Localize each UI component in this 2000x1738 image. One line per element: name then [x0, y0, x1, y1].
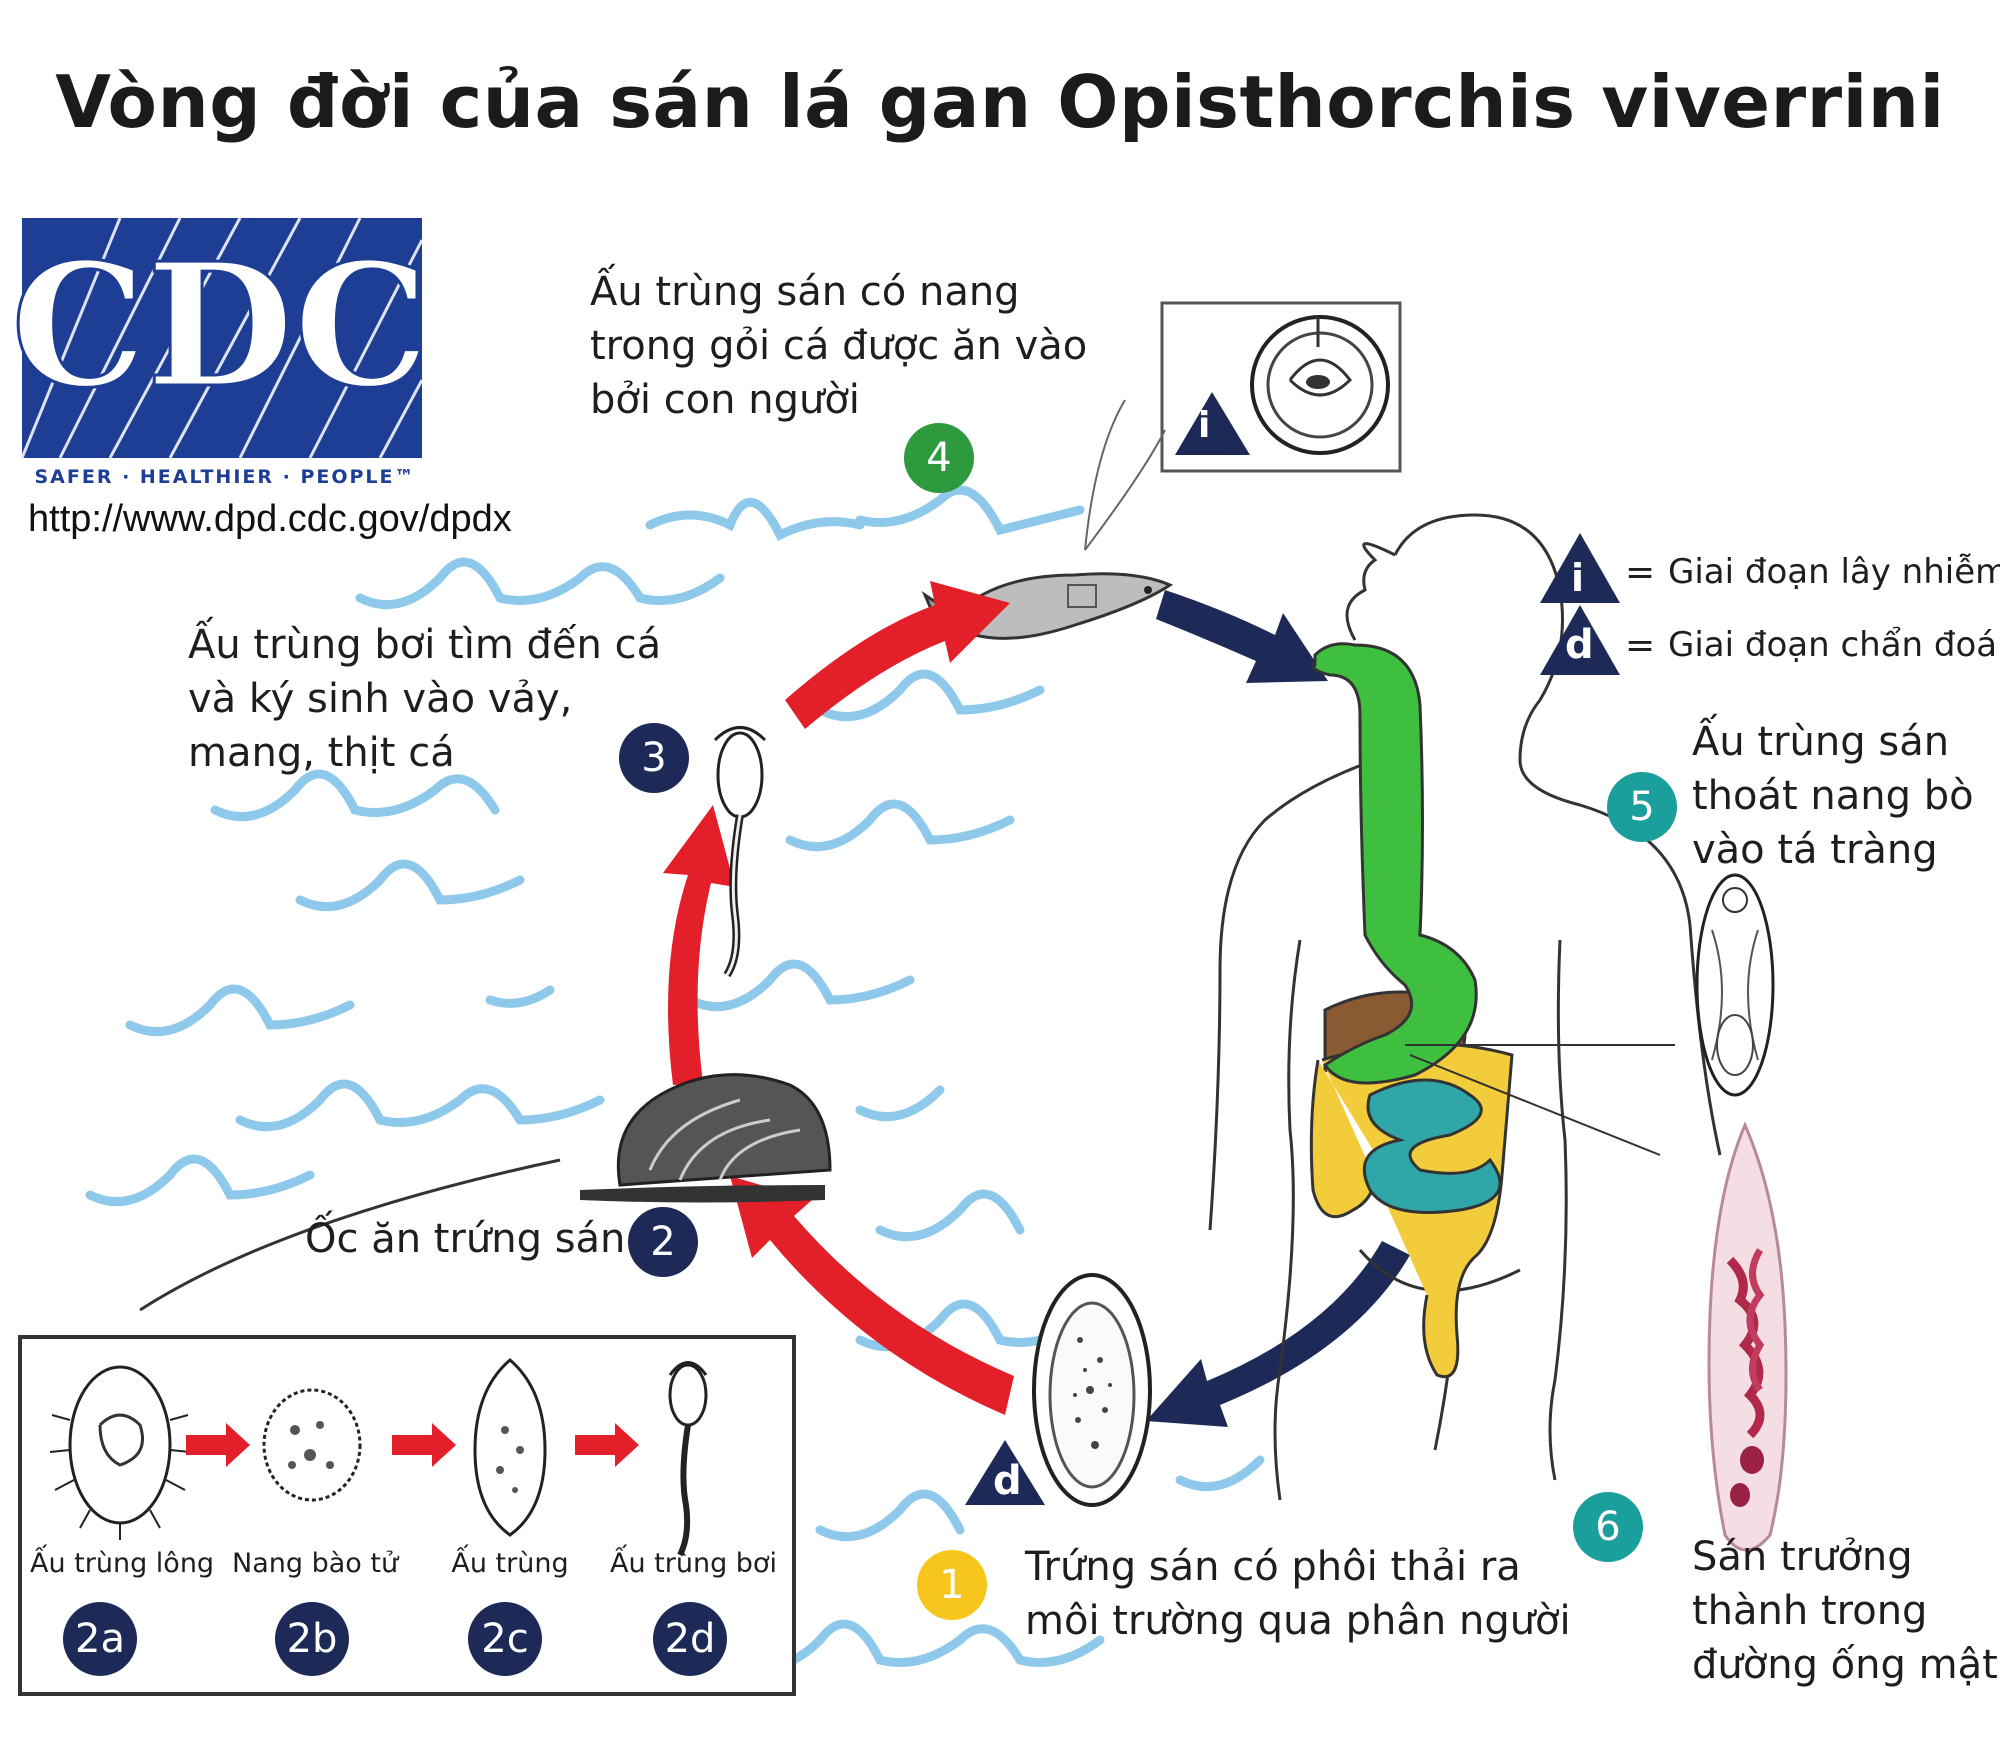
stage-3-label: Ấu trùng bơi tìm đến cá và ký sinh vào v… — [188, 622, 662, 776]
stage-5-label: Ấu trùng sán thoát nang bò vào tá tràng — [1692, 719, 1974, 873]
stage-4-label: Ấu trùng sán có nang trong gỏi cá được ă… — [590, 269, 1088, 423]
human-body — [1208, 513, 1722, 1501]
legend-infective-text: Giai đoạn lây nhiễm — [1668, 552, 2000, 592]
inset-badge-2c: 2c — [468, 1602, 542, 1676]
diagram-title: Vòng đời của sán lá gan Opisthorchis viv… — [55, 60, 1945, 144]
stage-2-label: Ốc ăn trứng sán — [305, 1216, 626, 1262]
water-waves — [85, 485, 1265, 1672]
stage-6-badge: 6 — [1573, 1492, 1643, 1562]
stage-6-label: Sán trưởng thành trong đường ống mật — [1692, 1534, 1998, 1688]
cercaria-drawing — [713, 726, 767, 978]
cdc-url[interactable]: http://www.dpd.cdc.gov/dpdx — [28, 498, 512, 540]
inset-label-2c: Ấu trùng — [451, 1548, 569, 1579]
inset-label-2b: Nang bào tử — [232, 1548, 399, 1579]
legend-symbols — [1540, 533, 1620, 675]
legend-infective-symbol: i — [1571, 556, 1585, 600]
legend-diagnostic-symbol: d — [1565, 622, 1594, 668]
stage-3-badge: 3 — [619, 723, 689, 793]
legend-diagnostic-text: Giai đoạn chẩn đoán — [1668, 625, 2000, 665]
inset-badge-2b: 2b — [275, 1602, 349, 1676]
svg-text:SAFER · HEALTHIER · PEOPLE™: SAFER · HEALTHIER · PEOPLE™ — [34, 466, 415, 488]
legend-infective-eq: = — [1625, 552, 1656, 593]
inset-label-2d: Ấu trùng bơi — [610, 1548, 777, 1579]
inset-label-2a: Ấu trùng lông — [30, 1548, 215, 1579]
svg-text:CDC: CDC — [11, 226, 429, 426]
metacercaria-drawing — [1695, 873, 1775, 1097]
egg-diagnostic-marker: d — [993, 1458, 1022, 1504]
navy-arrows — [1146, 590, 1410, 1427]
inset-badge-2a: 2a — [63, 1602, 137, 1676]
stage-1-badge: 1 — [917, 1550, 987, 1620]
stage-5-badge: 5 — [1607, 772, 1677, 842]
egg-drawing — [965, 1273, 1152, 1507]
red-arrows — [663, 581, 1014, 1415]
inset-badge-2d: 2d — [653, 1602, 727, 1676]
snail-drawing — [139, 1073, 832, 1312]
adult-fluke-drawing — [1707, 1121, 1788, 1552]
legend-diagnostic-eq: = — [1625, 625, 1656, 666]
cyst-infective-marker: i — [1198, 405, 1211, 446]
digestive-system — [1309, 642, 1675, 1378]
stage-4-badge: 4 — [904, 423, 974, 493]
cdc-logo: CDC SAFER · HEALTHIER · PEOPLE™ — [9, 217, 431, 488]
stage-1-label: Trứng sán có phôi thải ra môi trường qua… — [1025, 1544, 1571, 1644]
stage-2-badge: 2 — [628, 1207, 698, 1277]
cyst-box — [1084, 301, 1402, 551]
